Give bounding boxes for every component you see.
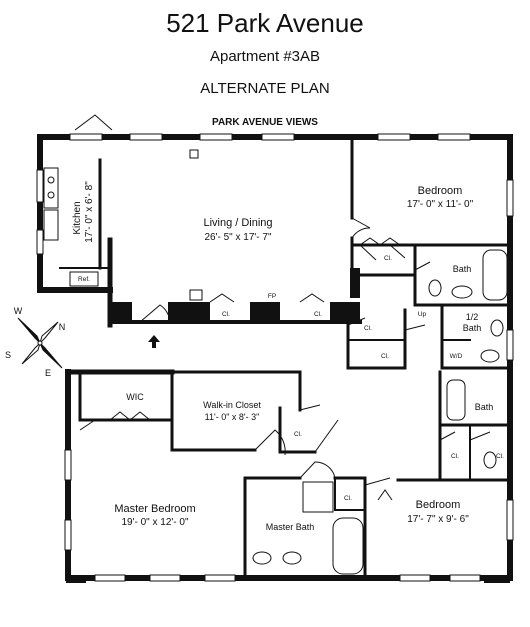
closet-label: Cl. [384,255,392,262]
half-bath-label-2: Bath [463,323,482,333]
wall-blocks [66,268,510,583]
walkin-dims: 11'- 0" x 8'- 3" [205,412,260,422]
plan-type: ALTERNATE PLAN [200,80,330,97]
compass-e: E [45,368,51,378]
ref-label: Ref. [78,276,90,283]
up-label: Up [418,311,427,318]
bedroom1-dims: 17'- 0" x 11'- 0" [407,199,474,210]
walkin-label: Walk-in Closet [203,400,261,410]
bedroom1-label: Bedroom [418,185,463,197]
living-dims: 26'- 5" x 17'- 7" [204,232,272,243]
closet-label: Cl. [222,311,230,318]
closet-label: Cl. [381,353,389,360]
bedroom2-label: Bedroom [416,499,461,511]
windows [36,133,514,582]
closet-label: Cl. [496,453,504,460]
wic-label: WIC [126,392,144,402]
closet-label: Cl. [314,311,322,318]
views-label: PARK AVENUE VIEWS [212,117,318,128]
kitchen-dims: 17'- 0" x 6'- 8" [84,181,95,243]
living-label: Living / Dining [203,217,272,229]
bifold-doors [109,237,401,501]
master-bath-label: Master Bath [266,522,315,532]
fireplace-label: FP [268,293,276,300]
bath2-label: Bath [475,402,494,412]
doors [74,114,491,486]
closet-label: Cl. [451,453,459,460]
compass-s: S [5,350,11,360]
closet-label: Cl. [364,325,372,332]
fixtures [43,149,508,575]
master-bedroom-dims: 19'- 0" x 12'- 0" [121,517,189,528]
address-title: 521 Park Avenue [166,8,364,38]
bath1-label: Bath [453,264,472,274]
entry-arrow-icon [148,335,160,348]
washer-dryer-label: W/D [450,353,463,360]
apartment-number: Apartment #3AB [209,48,321,65]
compass-w: W [14,306,23,316]
closet-label: Cl. [344,495,352,502]
half-bath-label: 1/2 [466,312,479,322]
compass-icon [17,317,63,369]
compass-n: N [59,322,66,332]
kitchen-label: Kitchen [72,201,83,234]
bedroom2-dims: 17'- 7" x 9'- 6" [407,514,469,525]
closet-label: Cl. [294,431,302,438]
master-bedroom-label: Master Bedroom [114,503,195,515]
